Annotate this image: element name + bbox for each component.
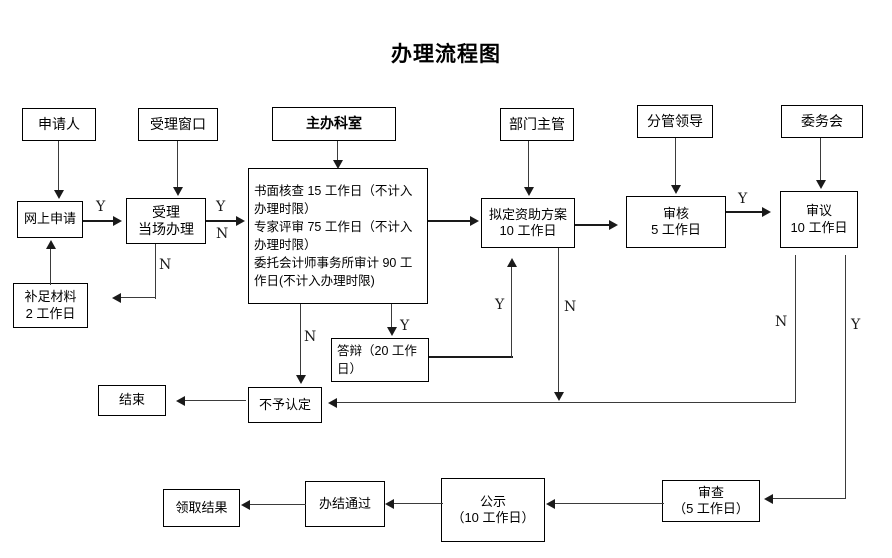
arrow-committee-to-deliberate — [816, 180, 826, 189]
edge-defense-right — [429, 356, 513, 358]
arrow-defense-to-plan — [507, 258, 517, 267]
edge-defense-up — [511, 266, 513, 358]
arrow-accept-n-left — [112, 293, 121, 303]
arrow-host-to-review — [333, 160, 343, 169]
edge-inspect-to-publicity — [554, 503, 664, 505]
arrow-supervisor-to-plan — [524, 187, 534, 196]
node-dept-supervisor[interactable]: 部门主管 — [500, 108, 574, 141]
arrow-completed-to-result — [241, 500, 250, 510]
edge-completed-to-result — [249, 504, 306, 506]
node-defense[interactable]: 答辩（20 工作日） — [331, 338, 429, 382]
edge-review-down-n — [300, 304, 302, 376]
edge-supplement-to-online — [50, 247, 52, 285]
edge-accept-n-left — [120, 297, 156, 299]
arrow-not-recognized-to-finish — [176, 396, 185, 406]
node-online-apply[interactable]: 网上申请 — [17, 201, 83, 238]
node-branch-leader[interactable]: 分管领导 — [637, 105, 713, 138]
edge-accept-down-n — [155, 244, 157, 299]
node-review-detail[interactable]: 书面核查 15 工作日（不计入办理时限） 专家评审 75 工作日（不计入办理时限… — [248, 168, 428, 304]
edge-plan-to-audit — [575, 224, 611, 226]
node-completed[interactable]: 办结通过 — [305, 481, 385, 527]
edge-converge-to-not-recognized — [336, 402, 796, 404]
arrow-converge-to-not-recognized — [328, 398, 337, 408]
edge-leader-to-audit — [675, 138, 677, 187]
arrow-online-to-accept — [113, 216, 122, 226]
label-deliberate-n: N — [775, 314, 788, 330]
arrow-applicant-to-online — [54, 190, 64, 199]
arrow-deliberate-y-to-inspect — [764, 494, 773, 504]
edge-plan-down-n — [558, 248, 560, 398]
arrow-leader-to-audit — [671, 185, 681, 194]
arrow-review-down-n — [296, 375, 306, 384]
edge-accept-to-review — [206, 220, 239, 222]
node-accept-onsite[interactable]: 受理 当场办理 — [126, 198, 206, 244]
arrow-plan-to-audit — [609, 220, 618, 230]
node-finish[interactable]: 结束 — [98, 385, 166, 416]
edge-applicant-to-online — [58, 141, 60, 192]
label-accept-to-review-n: N — [216, 226, 229, 242]
edge-committee-to-deliberate — [820, 138, 822, 182]
arrow-audit-to-deliberate — [762, 207, 771, 217]
label-accept-to-review-y: Y — [216, 199, 226, 215]
label-deliberate-y: Y — [851, 317, 861, 333]
arrow-window-to-accept — [173, 187, 183, 196]
arrow-inspect-to-publicity — [546, 499, 555, 509]
node-audit[interactable]: 审核 5 工作日 — [626, 196, 726, 248]
arrow-review-to-plan — [470, 216, 479, 226]
edge-not-recognized-to-finish — [184, 400, 246, 402]
label-review-down-n: N — [304, 329, 317, 345]
node-host-department[interactable]: 主办科室 — [272, 107, 396, 141]
node-publicity[interactable]: 公示 （10 工作日） — [441, 478, 545, 542]
node-inspect[interactable]: 审查 （5 工作日） — [662, 480, 760, 522]
edge-audit-to-deliberate — [726, 211, 764, 213]
edge-supervisor-to-plan — [528, 141, 530, 189]
edge-host-to-review — [337, 141, 339, 163]
arrow-publicity-to-completed — [385, 499, 394, 509]
edge-window-to-accept — [177, 141, 179, 189]
label-plan-down-n: N — [564, 299, 577, 315]
label-accept-down-n: N — [159, 257, 172, 273]
edge-review-to-plan — [428, 220, 472, 222]
node-applicant[interactable]: 申请人 — [22, 108, 96, 141]
edge-review-to-defense — [391, 304, 393, 329]
node-accept-window[interactable]: 受理窗口 — [138, 108, 218, 141]
arrow-plan-down-n — [554, 392, 564, 401]
node-get-result[interactable]: 领取结果 — [163, 489, 240, 527]
node-committee[interactable]: 委务会 — [781, 105, 863, 138]
page-title: 办理流程图 — [391, 41, 501, 66]
arrow-accept-to-review — [236, 216, 245, 226]
node-not-recognized[interactable]: 不予认定 — [248, 387, 322, 423]
label-defense-to-plan-y: Y — [495, 297, 505, 313]
edge-deliberate-down-y — [845, 255, 847, 499]
edge-deliberate-down-n — [795, 255, 797, 402]
edge-online-to-accept — [83, 220, 115, 222]
arrow-review-to-defense — [387, 327, 397, 336]
label-online-to-accept: Y — [96, 199, 106, 215]
label-review-to-defense-y: Y — [400, 318, 410, 334]
arrow-supplement-to-online — [46, 240, 56, 249]
node-supplement[interactable]: 补足材料 2 工作日 — [13, 283, 88, 328]
label-audit-to-deliberate-y: Y — [738, 191, 748, 207]
edge-deliberate-y-to-inspect — [772, 498, 846, 500]
node-deliberate[interactable]: 审议 10 工作日 — [780, 191, 858, 248]
node-draft-plan[interactable]: 拟定资助方案 10 工作日 — [481, 198, 575, 248]
edge-publicity-to-completed — [393, 503, 443, 505]
